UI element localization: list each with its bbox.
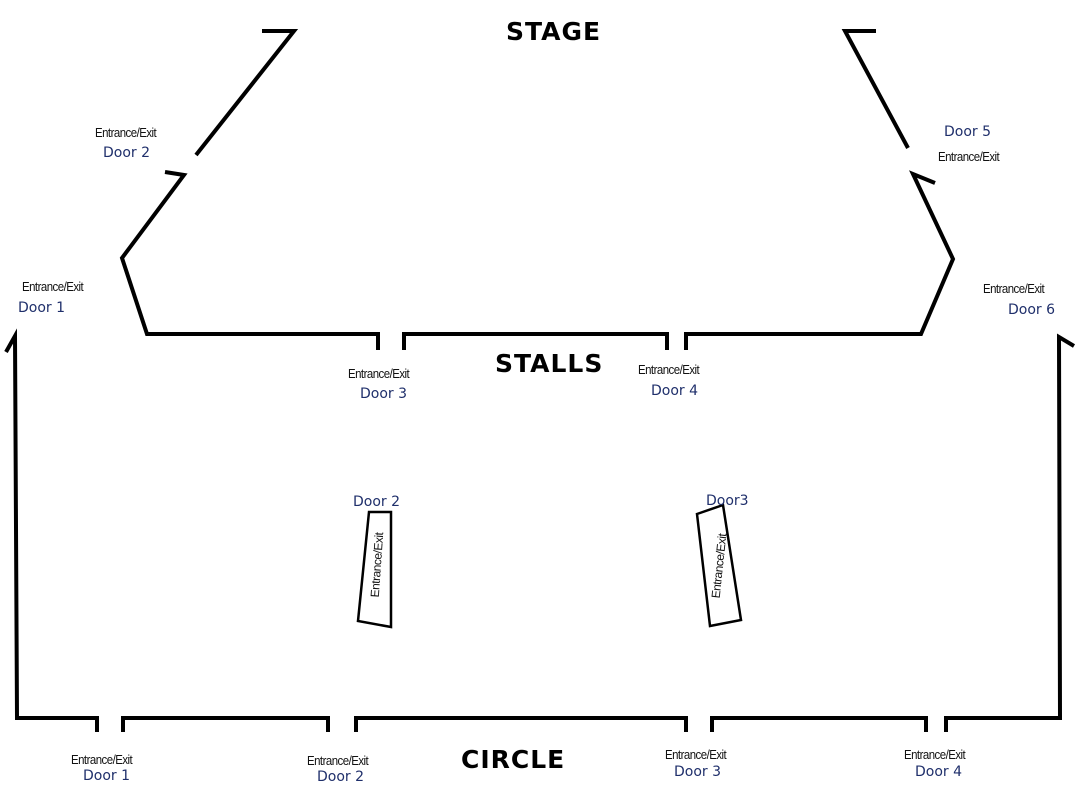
circle-left-wall [4, 328, 99, 732]
stage-door-5-label: Door 5 [944, 124, 992, 140]
stalls-left-wall [119, 170, 380, 350]
stalls-label: STALLS [495, 349, 604, 378]
stalls-door-6-label: Door 6 [1008, 302, 1056, 318]
circle-label: CIRCLE [461, 745, 566, 774]
circle-bottom-wall-1 [121, 716, 330, 732]
stage-left-wall [194, 29, 299, 157]
stage-right-wall [841, 29, 910, 149]
stage-door-2-entrance: Entrance/Exit [95, 125, 157, 140]
inner-door-2-frame [356, 510, 393, 629]
stage-door-5-entrance: Entrance/Exit [938, 149, 1000, 164]
stage-label: STAGE [506, 17, 602, 46]
stalls-door-4-entrance: Entrance/Exit [638, 362, 700, 377]
circle-door-3-label: Door 3 [674, 764, 722, 780]
circle-door-1-label: Door 1 [83, 768, 131, 784]
stalls-door-1-entrance: Entrance/Exit [22, 279, 84, 294]
circle-door-3-entrance: Entrance/Exit [665, 747, 727, 762]
stalls-door-1-label: Door 1 [18, 300, 66, 316]
stalls-door-3-entrance: Entrance/Exit [348, 366, 410, 381]
stalls-door-6-entrance: Entrance/Exit [983, 281, 1045, 296]
circle-right-wall [944, 333, 1076, 732]
inner-door-3-label: Door3 [706, 493, 749, 509]
circle-door-1-entrance: Entrance/Exit [71, 752, 133, 767]
circle-door-4-label: Door 4 [915, 764, 963, 780]
circle-door-4-entrance: Entrance/Exit [904, 747, 966, 762]
circle-door-2-entrance: Entrance/Exit [307, 753, 369, 768]
inner-door-2-label: Door 2 [353, 494, 401, 510]
stalls-right-wall [684, 170, 956, 350]
stage-door-2-label: Door 2 [103, 145, 151, 161]
stalls-middle-wall [402, 332, 669, 350]
inner-door-3-frame [695, 503, 743, 628]
stalls-door-4-label: Door 4 [651, 383, 699, 399]
circle-bottom-wall-3 [710, 716, 928, 732]
circle-bottom-wall-2 [354, 716, 688, 732]
circle-door-2-label: Door 2 [317, 769, 365, 785]
stalls-door-3-label: Door 3 [360, 386, 408, 402]
